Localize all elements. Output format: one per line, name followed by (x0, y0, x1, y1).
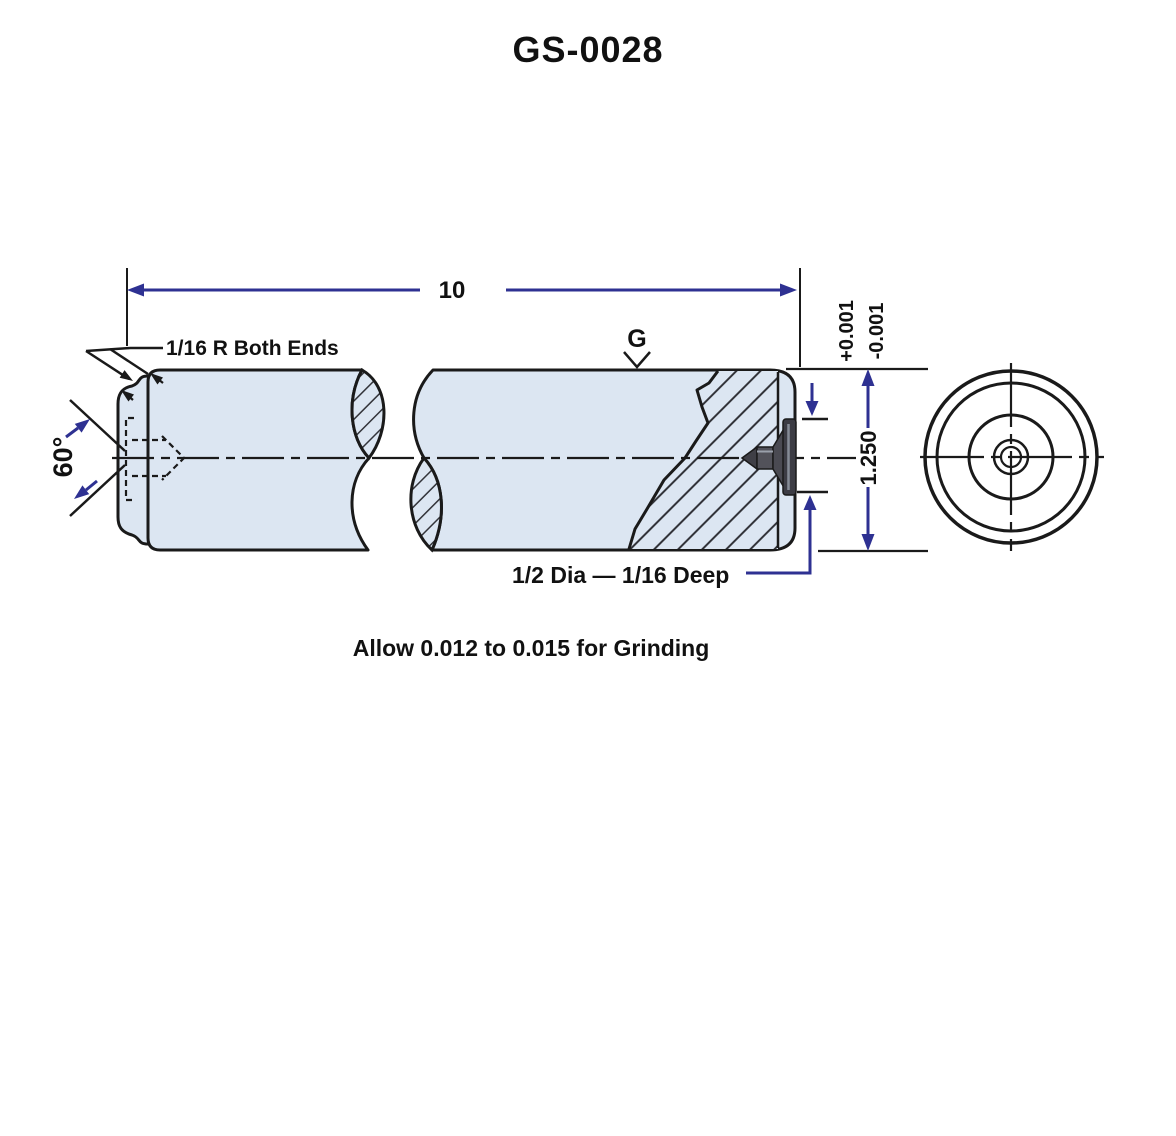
center-drill-section (740, 418, 797, 496)
break-lens-upper (350, 367, 386, 461)
hidden-center-drill-left (124, 416, 186, 502)
angle-callout: 60° (48, 399, 126, 517)
radius-note: 1/16 R Both Ends (166, 337, 339, 360)
break-lens-lower (409, 455, 443, 553)
shaft-segment-right (409, 368, 797, 553)
tolerance-minus: -0.001 (866, 303, 888, 360)
recess-note: 1/2 Dia — 1/16 Deep (512, 562, 729, 588)
recess-callout: 1/2 Dia — 1/16 Deep (512, 383, 828, 588)
length-value: 10 (439, 277, 466, 304)
shaft-segment-left (146, 367, 386, 552)
v-check-surface-finish-icon (623, 351, 651, 369)
grind-mark: G (623, 325, 651, 369)
angle-value: 60° (48, 437, 78, 478)
grind-letter: G (627, 325, 646, 353)
grinding-note: Allow 0.012 to 0.015 for Grinding (353, 635, 710, 661)
end-view (920, 363, 1104, 551)
shaft-left-end-cap (116, 374, 149, 546)
page-title: GS-0028 (512, 29, 663, 70)
dimension-length: 10 (126, 268, 801, 367)
radius-callout: 1/16 R Both Ends (85, 337, 339, 402)
section-hatch (629, 371, 778, 549)
diameter-value: 1.250 (856, 430, 881, 485)
break-boundary-line (627, 370, 720, 550)
dimension-diameter: 1.250 +0.001 -0.001 (786, 300, 928, 553)
tolerance-plus: +0.001 (836, 300, 858, 362)
